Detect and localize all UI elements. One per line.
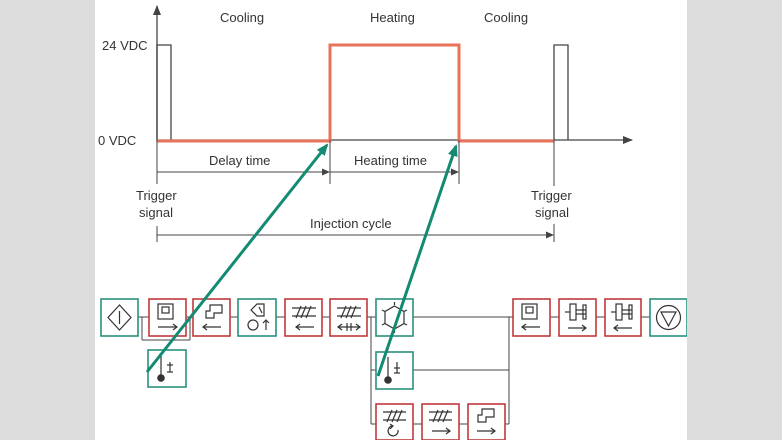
trigger-arrow-heating-start xyxy=(145,143,329,373)
voltage-low-label: 0 VDC xyxy=(98,133,136,148)
trigger-arrow-heating-end xyxy=(376,144,458,377)
flow-block-end xyxy=(649,298,687,337)
heating-signal xyxy=(157,43,554,143)
trigger-right-line1: Trigger xyxy=(531,188,572,203)
delay-time-label: Delay time xyxy=(209,153,270,168)
flow-block-start xyxy=(100,298,139,337)
trigger-right-line2: signal xyxy=(535,205,569,220)
phase-heating: Heating xyxy=(370,10,415,25)
timing-diagram: 24 VDC 0 VDC Cooling Heating Cooling Del… xyxy=(98,5,687,440)
phase-cooling-right: Cooling xyxy=(484,10,528,25)
diagram-panel: 24 VDC 0 VDC Cooling Heating Cooling Del… xyxy=(95,0,687,440)
nozzle-back-icon xyxy=(477,408,496,435)
mold-close-icon xyxy=(157,303,178,331)
flow-block-hold-pressure xyxy=(329,298,368,337)
flow-block-nozzle-forward xyxy=(192,298,231,337)
screw-hold-pressure-icon xyxy=(337,305,361,331)
heating-time-label: Heating time xyxy=(354,153,427,168)
ejector-back-icon xyxy=(611,303,633,332)
phase-cooling-left: Cooling xyxy=(220,10,264,25)
flow-block-ejector-forward xyxy=(558,298,597,337)
nozzle-forward-icon xyxy=(202,304,223,331)
screw-retract-icon xyxy=(429,409,452,435)
flow-block-ejector-back xyxy=(604,298,642,337)
flow-block-thermo-1 xyxy=(147,349,187,388)
flow-block-screw-retract xyxy=(421,403,460,440)
voltage-high-label: 24 VDC xyxy=(102,38,148,53)
trigger-pulse-right xyxy=(553,44,569,140)
flow-block-screw-rotation xyxy=(375,403,414,440)
trigger-left-line2: signal xyxy=(139,205,173,220)
injection-unit-icon xyxy=(247,303,270,331)
screw-injection-icon xyxy=(292,305,316,331)
trigger-left-line1: Trigger xyxy=(136,188,177,203)
ejector-forward-icon xyxy=(565,303,587,332)
flow-block-screw-injection xyxy=(284,298,323,337)
flow-block-thermo-2 xyxy=(375,351,414,390)
screw-rotation-icon xyxy=(383,409,406,437)
start-icon xyxy=(107,304,132,331)
thermometer-icon xyxy=(157,356,173,382)
flow-block-nozzle-back xyxy=(467,403,506,440)
mold-open-icon xyxy=(521,303,540,331)
trigger-pulse-left xyxy=(156,44,172,140)
injection-cycle-label: Injection cycle xyxy=(310,216,392,231)
thermometer-icon xyxy=(384,357,400,384)
end-icon xyxy=(655,304,682,331)
flow-block-mold-open xyxy=(512,298,551,337)
flow-block-injection-unit xyxy=(237,298,277,337)
